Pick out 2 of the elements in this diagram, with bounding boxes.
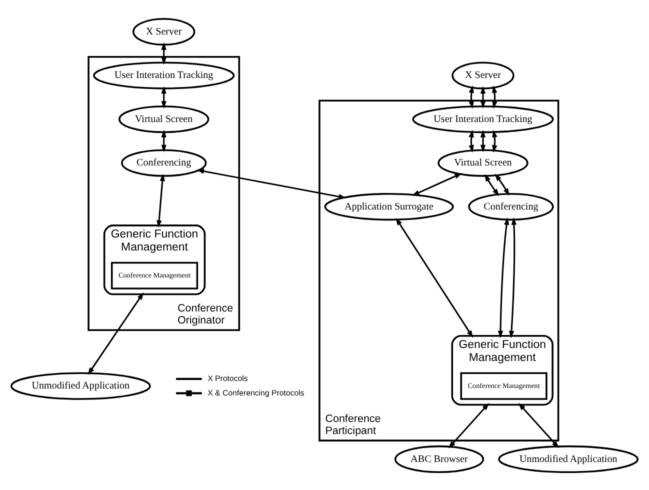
legend-label: X & Conferencing Protocols xyxy=(208,388,304,397)
legend-label: X Protocols xyxy=(208,373,248,382)
